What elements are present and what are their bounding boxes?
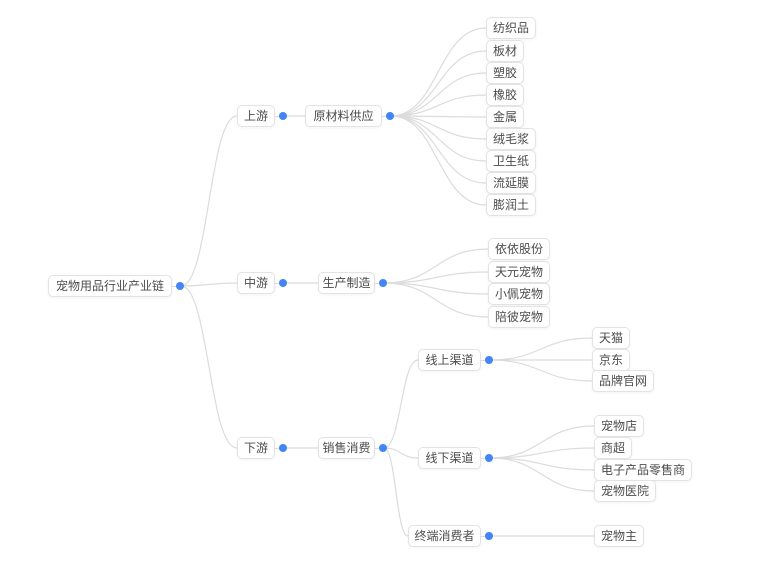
node-label: 橡胶 [492,88,517,102]
node-label: 流延膜 [492,176,529,190]
node-metal[interactable]: 金属 [486,106,524,128]
node-online-channel[interactable]: 线上渠道 [418,349,493,371]
node-label: 中游 [243,276,268,290]
node-sales-consumption[interactable]: 销售消费 [318,437,387,459]
node-label: 小佩宠物 [494,287,543,301]
node-pet-store[interactable]: 宠物店 [594,415,644,437]
node-label: 电子产品零售商 [600,463,685,477]
expand-collapse-dot[interactable] [386,112,394,120]
node-end-consumer[interactable]: 终端消费者 [408,525,493,547]
node-tianyuan-pet[interactable]: 天元宠物 [488,261,550,283]
node-label: 宠物医院 [600,484,649,498]
node-label: 陪彼宠物 [494,310,543,324]
node-brand-website[interactable]: 品牌官网 [592,370,654,392]
node-label: 板材 [492,44,517,58]
expand-collapse-dot[interactable] [279,279,287,287]
node-midstream[interactable]: 中游 [237,272,287,294]
node-boards[interactable]: 板材 [486,40,524,62]
expand-collapse-dot[interactable] [279,112,287,120]
node-upstream[interactable]: 上游 [237,105,287,127]
expand-collapse-dot[interactable] [379,279,387,287]
node-label: 宠物主 [600,529,637,543]
node-jd[interactable]: 京东 [592,349,630,371]
node-label: 品牌官网 [598,374,647,388]
node-tmall[interactable]: 天猫 [592,327,630,349]
node-label: 绒毛浆 [492,132,529,146]
node-label: 宠物店 [600,419,637,433]
node-electronics-retailer[interactable]: 电子产品零售商 [594,459,692,481]
node-label: 终端消费者 [414,529,475,543]
node-label: 宠物用品行业产业链 [55,279,164,293]
expand-collapse-dot[interactable] [279,444,287,452]
node-label: 金属 [492,110,517,124]
expand-collapse-dot[interactable] [176,282,184,290]
node-xiaopei-pet[interactable]: 小佩宠物 [488,283,550,305]
node-label: 依依股份 [494,242,543,256]
node-label: 膨润土 [492,198,529,212]
node-label: 卫生纸 [492,154,529,168]
node-rubber[interactable]: 橡胶 [486,84,524,106]
node-manufacturing[interactable]: 生产制造 [318,272,387,294]
node-label: 生产制造 [322,276,371,290]
node-toilet-paper[interactable]: 卫生纸 [486,150,536,172]
node-pet-owner[interactable]: 宠物主 [594,525,644,547]
node-label: 塑胶 [492,66,517,80]
node-label: 销售消费 [322,441,371,455]
node-label: 线下渠道 [425,451,474,465]
node-cast-film[interactable]: 流延膜 [486,172,536,194]
expand-collapse-dot[interactable] [379,444,387,452]
node-yiyi-shares[interactable]: 依依股份 [488,238,550,260]
node-fluff-pulp[interactable]: 绒毛浆 [486,128,536,150]
node-label: 下游 [243,441,268,455]
expand-collapse-dot[interactable] [485,356,493,364]
node-offline-channel[interactable]: 线下渠道 [418,447,493,469]
expand-collapse-dot[interactable] [485,532,493,540]
node-plastics[interactable]: 塑胶 [486,62,524,84]
expand-collapse-dot[interactable] [485,454,493,462]
node-supermarket[interactable]: 商超 [594,437,632,459]
node-label: 商超 [600,441,625,455]
node-label: 京东 [598,353,623,367]
node-label: 上游 [243,109,268,123]
node-textiles[interactable]: 纺织品 [486,17,536,39]
node-label: 原材料供应 [313,109,374,123]
node-peibi-pet[interactable]: 陪彼宠物 [488,306,550,328]
node-label: 天元宠物 [494,265,543,279]
node-label: 纺织品 [492,21,529,35]
node-pet-hospital[interactable]: 宠物医院 [594,480,656,502]
node-raw-material-supply[interactable]: 原材料供应 [305,105,394,127]
node-label: 线上渠道 [425,353,474,367]
node-downstream[interactable]: 下游 [237,437,287,459]
node-root[interactable]: 宠物用品行业产业链 [48,275,184,297]
node-bentonite[interactable]: 膨润土 [486,194,536,216]
node-label: 天猫 [598,331,623,345]
